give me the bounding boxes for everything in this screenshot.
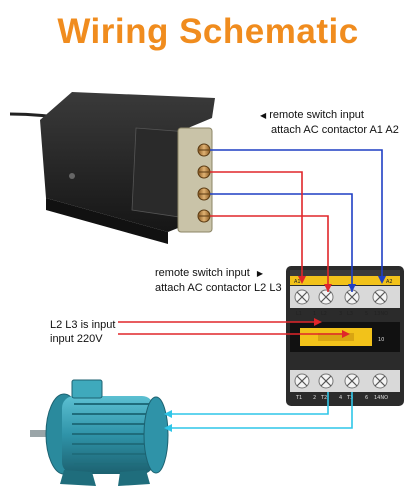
label-3: 3 — [339, 311, 342, 317]
label-13no: 13NO — [374, 311, 388, 317]
note-a1a2-line1: remote switch input — [269, 109, 364, 121]
contactor-top-strip — [290, 276, 400, 285]
contactor-indicator-slot — [318, 333, 354, 341]
module-side — [46, 198, 168, 244]
wire-a1 — [210, 171, 303, 282]
electric-motor — [30, 379, 169, 486]
label-l1: L1 — [296, 311, 302, 317]
note-a1a2: ◀ remote switch input attach AC contacto… — [260, 108, 399, 137]
label-14no: 14NO — [374, 395, 388, 401]
note-input: L2 L3 is input input 220V — [50, 318, 115, 346]
label-t1: T1 — [295, 395, 302, 401]
label-a2: A2 — [386, 279, 393, 285]
bottom-terminal-row — [290, 370, 400, 392]
wire-a2 — [210, 149, 383, 282]
right-arrow-icon: ▶ — [256, 269, 263, 278]
note-l2l3: remote switch input ▶ attach AC contacto… — [155, 266, 282, 295]
motor-output-wires — [164, 392, 353, 432]
label-6: 6 — [365, 395, 368, 401]
label-l3: L3 — [347, 311, 353, 317]
remote-receiver-module — [9, 92, 215, 244]
note-l2l3-line1: remote switch input — [155, 267, 250, 279]
motor-rear-cover — [143, 396, 169, 474]
label-t2: T2 — [320, 395, 327, 401]
motor-shaft — [30, 430, 48, 437]
label-1: 1 — [313, 311, 316, 317]
label-l2: L2 — [321, 311, 327, 317]
note-input-line2: input 220V — [50, 333, 103, 345]
motor-feet — [60, 470, 150, 486]
note-input-line1: L2 L3 is input — [50, 319, 116, 331]
wire-l3-control — [210, 193, 353, 292]
top-terminal-row — [290, 286, 400, 308]
left-arrow-icon: ◀ — [260, 111, 267, 120]
bottom-terminal-labels: T1 2 T2 4 T3 6 14NO — [295, 395, 388, 401]
terminal-screws — [197, 143, 211, 223]
label-t3: T3 — [346, 395, 353, 401]
input-220v-wires — [118, 318, 350, 338]
label-a1: A1 — [294, 279, 301, 285]
label-4: 4 — [339, 395, 342, 401]
note-l2l3-line2: attach AC contactor L2 L3 — [155, 282, 282, 294]
red-wires — [210, 171, 332, 292]
top-terminal-labels: L1 1 L2 3 L3 5 13NO — [296, 311, 388, 317]
wire-t2-motor — [172, 392, 329, 415]
blue-wires — [210, 149, 386, 292]
wire-l2-control — [210, 215, 329, 292]
model-label: 10 — [378, 337, 384, 343]
motor-terminal-box — [71, 379, 103, 399]
wire-t3-motor — [172, 392, 353, 429]
module-screw-hole — [69, 173, 75, 179]
label-2: 2 — [313, 395, 316, 401]
label-5: 5 — [365, 311, 368, 317]
page-title: Wiring Schematic — [57, 12, 359, 51]
note-a1a2-line2: attach AC contactor A1 A2 — [271, 124, 399, 136]
motor-cooling-fins — [72, 403, 152, 465]
